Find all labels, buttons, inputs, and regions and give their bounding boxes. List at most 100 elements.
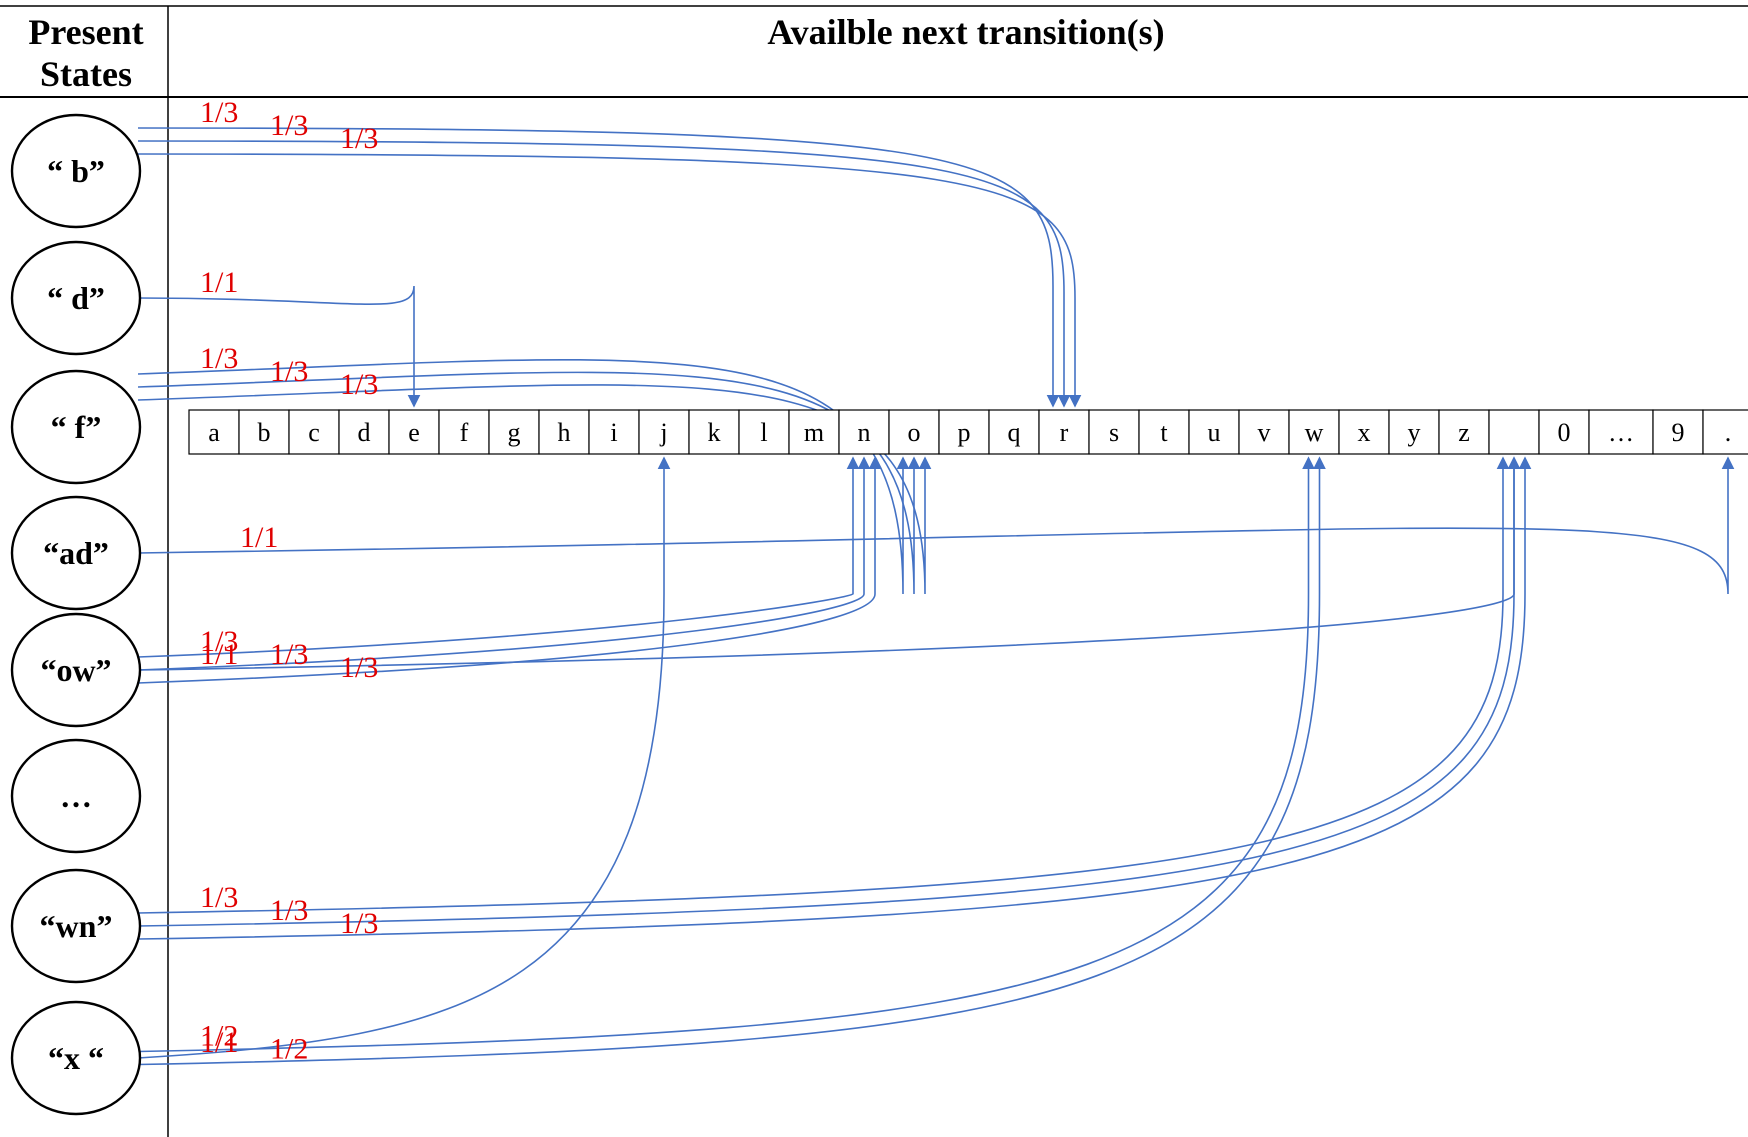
- probability-label: 1/3: [270, 638, 308, 671]
- probability-label: 1/3: [200, 342, 238, 375]
- transition-arc: [137, 456, 871, 671]
- transition-arc: [137, 456, 1326, 1066]
- symbol-cell-label: 0: [1558, 418, 1571, 447]
- symbol-cell-label: h: [558, 418, 571, 447]
- available-transitions-header: Availble next transition(s): [767, 12, 1164, 52]
- transition-arc: [137, 153, 1082, 408]
- symbol-cell-label: u: [1208, 418, 1221, 447]
- transition-arc: [137, 456, 860, 658]
- state-label: “ad”: [43, 535, 109, 571]
- probability-label: 1/3: [200, 625, 238, 658]
- symbol-cell: [988, 409, 1040, 455]
- symbol-cell: [1088, 409, 1140, 455]
- symbol-cell-label: z: [1458, 418, 1470, 447]
- probability-label: 1/3: [200, 881, 238, 914]
- symbol-cell: [438, 409, 490, 455]
- symbol-cell: [1438, 409, 1490, 455]
- symbol-cell: [338, 409, 390, 455]
- probability-label: 1/2: [270, 1033, 308, 1066]
- probability-label: 1/3: [270, 894, 308, 927]
- symbol-cell: [1538, 409, 1590, 455]
- state-label: “ d”: [47, 280, 105, 316]
- transition-arc: [137, 456, 1532, 940]
- symbol-cell: [1338, 409, 1390, 455]
- probability-label: 1/3: [200, 96, 238, 129]
- state-label: “x “: [48, 1040, 104, 1076]
- state-label: …: [60, 778, 92, 814]
- symbol-cell-label: …: [1608, 418, 1634, 447]
- symbol-cell-label: w: [1305, 418, 1324, 447]
- state-node: [10, 612, 142, 728]
- symbol-cell-label: b: [258, 418, 271, 447]
- symbol-cell: [388, 409, 440, 455]
- symbol-cell-label: p: [958, 418, 971, 447]
- probability-label: 1/1: [200, 638, 238, 671]
- probability-label: 1/1: [200, 266, 238, 299]
- symbol-cell: [1588, 409, 1654, 455]
- symbol-cell-label: o: [908, 418, 921, 447]
- symbol-cell-label: v: [1258, 418, 1271, 447]
- symbol-cell: [688, 409, 740, 455]
- transition-arc: [137, 140, 1071, 408]
- symbol-cell: [1288, 409, 1340, 455]
- symbol-cell-label: q: [1008, 418, 1021, 447]
- symbol-cell: [638, 409, 690, 455]
- symbol-cell-label: x: [1358, 418, 1371, 447]
- symbol-cell: [788, 409, 840, 455]
- state-node: [10, 495, 142, 611]
- symbol-cell-label: s: [1109, 418, 1119, 447]
- transition-arc: [137, 456, 1735, 595]
- state-node: [10, 738, 142, 854]
- state-label: “ow”: [40, 652, 111, 688]
- symbol-cell-label: g: [508, 418, 521, 447]
- symbol-cell-label: c: [308, 418, 320, 447]
- symbol-cell: [938, 409, 990, 455]
- symbol-cell-label: l: [760, 418, 767, 447]
- state-node: [10, 1000, 142, 1116]
- symbol-cell: [288, 409, 340, 455]
- symbol-cell: [1138, 409, 1190, 455]
- probability-label: 1/3: [270, 355, 308, 388]
- symbol-cell-label: y: [1408, 418, 1421, 447]
- symbol-cell: [588, 409, 640, 455]
- transition-arc: [137, 456, 1521, 927]
- probability-label: 1/3: [340, 368, 378, 401]
- state-label: “wn”: [40, 908, 113, 944]
- state-node: [10, 369, 142, 485]
- symbol-cell: [1188, 409, 1240, 455]
- transition-arc: [137, 127, 1060, 408]
- transition-arc: [137, 285, 421, 408]
- transition-arc: [137, 358, 910, 595]
- probability-label: 1/1: [200, 1026, 238, 1059]
- transition-arc: [137, 456, 882, 684]
- symbol-cell: [1388, 409, 1440, 455]
- transition-arc: [137, 456, 1510, 914]
- symbol-cell: [1702, 409, 1748, 455]
- symbol-cell-label: k: [708, 418, 721, 447]
- probability-label: 1/3: [340, 651, 378, 684]
- state-column: “ b”“ d”“ f”“ad”“ow”…“wn”“x “: [10, 113, 142, 1116]
- state-node: [10, 868, 142, 984]
- symbol-cell: [838, 409, 890, 455]
- probability-label: 1/3: [340, 907, 378, 940]
- symbol-cell-label: f: [460, 418, 469, 447]
- transition-arcs: [137, 127, 1735, 1066]
- symbol-cell: [888, 409, 940, 455]
- transition-arc: [137, 456, 1315, 1053]
- symbol-cell-label: a: [208, 418, 220, 447]
- present-states-header-line2: States: [40, 54, 132, 94]
- symbol-cell: [1238, 409, 1290, 455]
- probability-label: 1/2: [200, 1020, 238, 1053]
- present-states-header-line1: Present: [28, 12, 143, 52]
- symbol-cell: [738, 409, 790, 455]
- state-node: [10, 240, 142, 356]
- state-node: [10, 113, 142, 229]
- symbol-cell-label: 9: [1672, 418, 1685, 447]
- probability-label: 1/3: [270, 109, 308, 142]
- state-label: “ f”: [51, 409, 102, 445]
- transition-arc: [137, 456, 671, 1059]
- symbol-cell-label: r: [1060, 418, 1069, 447]
